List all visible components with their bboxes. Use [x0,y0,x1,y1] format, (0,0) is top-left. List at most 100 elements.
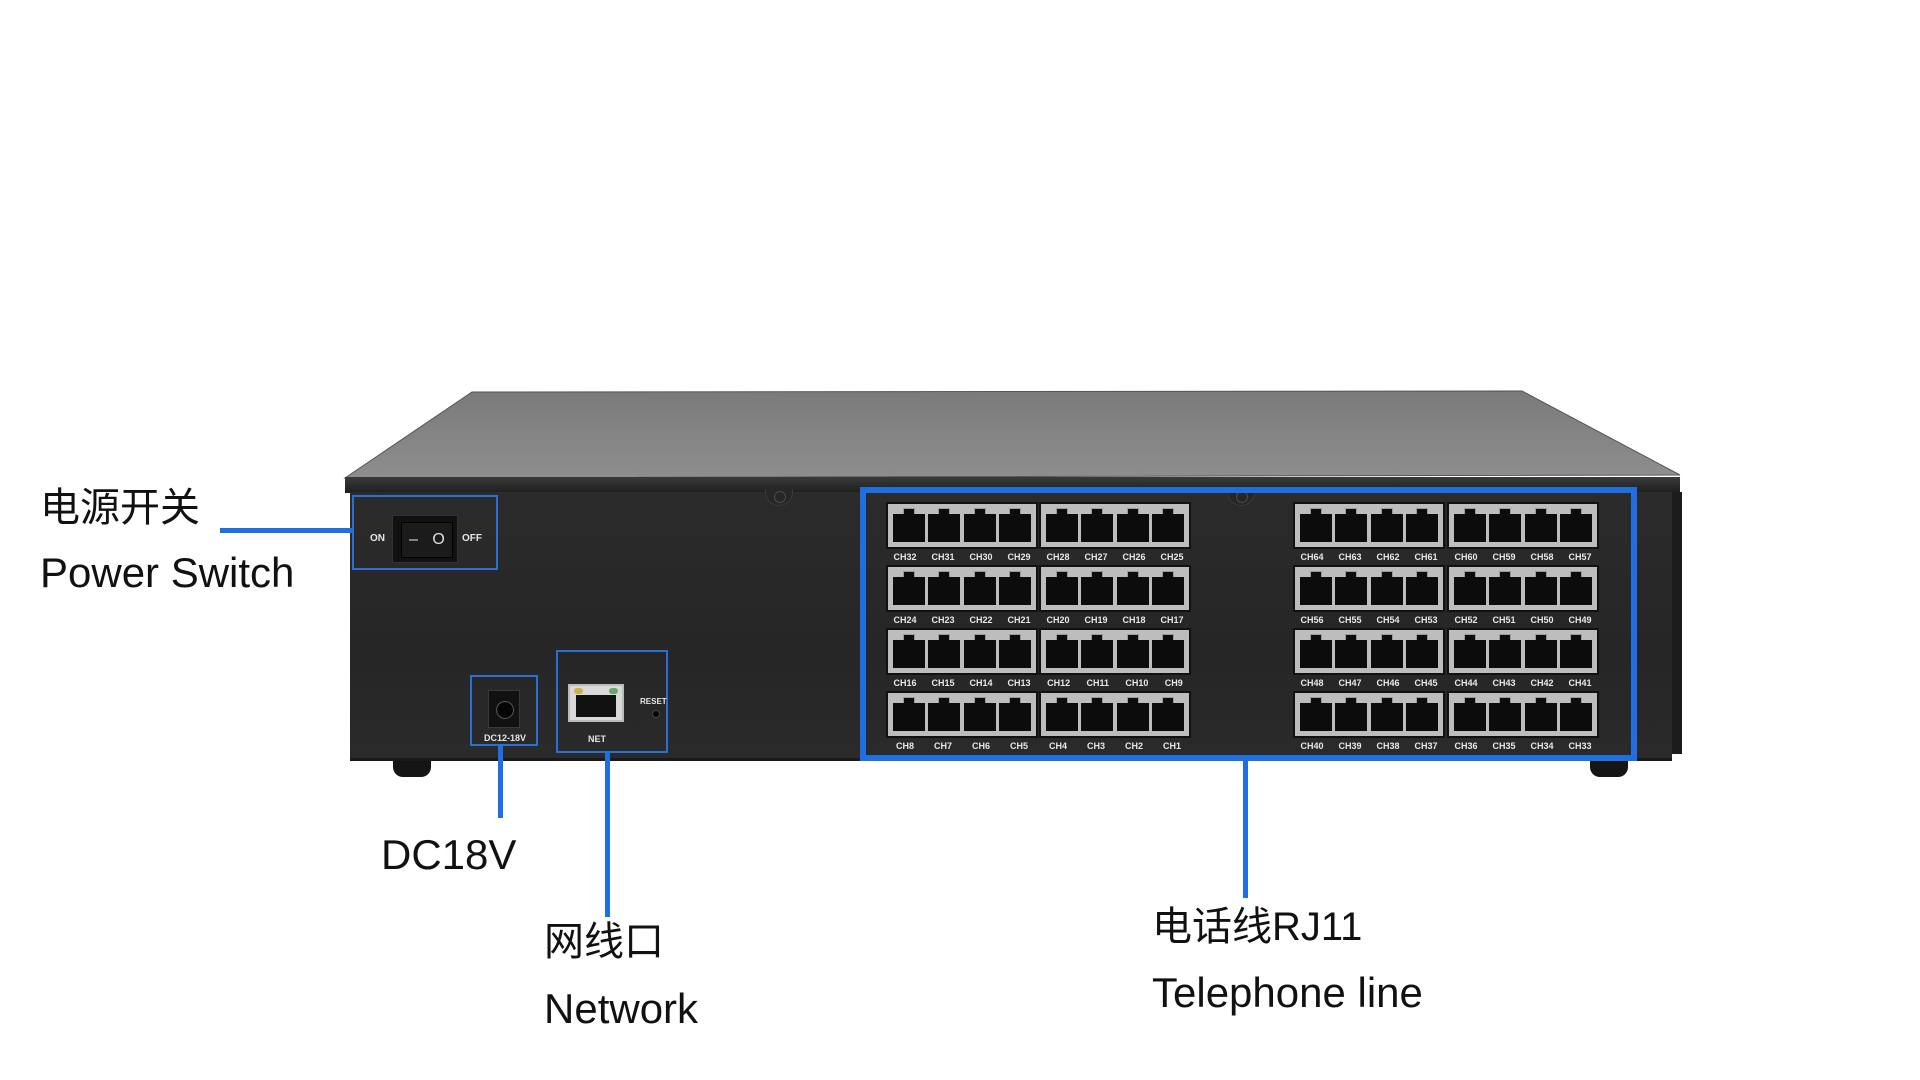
rj11-port[interactable] [1524,571,1557,605]
port-socket [1453,640,1486,668]
port-socket [1370,640,1403,668]
rj11-port-label: CH23 [931,615,955,625]
rj11-port-block [886,565,1038,612]
rj11-port[interactable] [963,697,996,731]
network-callout-en: Network [544,985,699,1032]
port-socket [1152,640,1185,668]
port-socket [1489,640,1522,668]
rj11-port[interactable] [1489,697,1522,731]
rj11-port[interactable] [928,697,961,731]
rj11-port[interactable] [892,508,925,542]
power-switch[interactable]: – O [392,515,458,563]
rj11-port[interactable] [1335,571,1368,605]
rj11-port[interactable] [1116,571,1149,605]
rj11-port[interactable] [963,634,996,668]
rj11-port[interactable] [1453,571,1486,605]
port-socket [1406,640,1439,668]
rj11-port-label: CH48 [1300,678,1324,688]
rj11-port[interactable] [1406,697,1439,731]
rj11-port[interactable] [1560,571,1593,605]
rj11-port[interactable] [1489,508,1522,542]
rj11-port[interactable] [928,634,961,668]
rj11-port[interactable] [1299,571,1332,605]
port-socket [963,703,996,731]
rj11-port[interactable] [1370,508,1403,542]
rj11-port[interactable] [1116,697,1149,731]
rj11-port[interactable] [1335,634,1368,668]
rj11-port[interactable] [1406,571,1439,605]
rj11-port-block [1293,628,1445,675]
port-socket [1081,640,1114,668]
rj11-port[interactable] [1152,634,1185,668]
rj11-port[interactable] [1524,697,1557,731]
rj11-port[interactable] [1116,508,1149,542]
rj11-port[interactable] [1081,571,1114,605]
rj11-port[interactable] [999,571,1032,605]
rj11-highlight [860,487,1637,761]
rj11-port[interactable] [1489,634,1522,668]
rj11-port[interactable] [1560,508,1593,542]
port-socket [1299,514,1332,542]
port-socket [1152,703,1185,731]
rj11-port-label: CH28 [1046,552,1070,562]
rj11-port[interactable] [963,571,996,605]
rj11-port[interactable] [1081,697,1114,731]
rj11-port[interactable] [1370,697,1403,731]
rj11-port[interactable] [1453,634,1486,668]
rj11-port[interactable] [1406,634,1439,668]
rj11-port[interactable] [1524,508,1557,542]
port-socket [1370,514,1403,542]
rj11-port[interactable] [1453,508,1486,542]
rj11-port[interactable] [1560,634,1593,668]
port-socket [1081,703,1114,731]
rj11-port[interactable] [1370,634,1403,668]
rj11-port[interactable] [1152,508,1185,542]
port-socket [1524,640,1557,668]
rj11-port[interactable] [1453,697,1486,731]
rj11-port[interactable] [999,508,1032,542]
rj11-port[interactable] [1152,571,1185,605]
rj11-port[interactable] [928,571,961,605]
dc-power-jack[interactable] [488,690,520,728]
network-callout-line [605,753,610,917]
rj11-port-block [1039,565,1191,612]
rj11-port[interactable] [1524,634,1557,668]
rj11-port[interactable] [1045,634,1078,668]
port-socket [1045,514,1078,542]
rj11-port[interactable] [892,697,925,731]
rj11-port[interactable] [1406,508,1439,542]
port-socket [1453,577,1486,605]
rj11-port[interactable] [1299,634,1332,668]
rj11-port-block [886,502,1038,549]
rj11-port[interactable] [1370,571,1403,605]
rj11-port[interactable] [1560,697,1593,731]
rj11-port[interactable] [1045,697,1078,731]
rj11-port[interactable] [928,508,961,542]
rj11-port[interactable] [1045,508,1078,542]
rj11-port[interactable] [892,571,925,605]
rj11-port[interactable] [1152,697,1185,731]
rj11-port[interactable] [1081,634,1114,668]
telephone-callout-en: Telephone line [1152,969,1423,1016]
port-socket [1406,514,1439,542]
rj11-port[interactable] [1335,508,1368,542]
rj11-port[interactable] [963,508,996,542]
ethernet-port[interactable] [568,684,624,722]
rj11-port-label: CH32 [893,552,917,562]
rj11-port[interactable] [1045,571,1078,605]
rj11-port[interactable] [999,697,1032,731]
rj11-port[interactable] [1299,697,1332,731]
rj11-port[interactable] [892,634,925,668]
rj11-port[interactable] [1116,634,1149,668]
rj11-port[interactable] [1335,697,1368,731]
rj11-port[interactable] [1081,508,1114,542]
reset-button[interactable] [652,710,660,718]
rj11-port[interactable] [1489,571,1522,605]
rj11-port[interactable] [1299,508,1332,542]
rj11-port-block [1447,628,1599,675]
port-socket [1116,514,1149,542]
rj11-port-label: CH62 [1376,552,1400,562]
rj11-port[interactable] [999,634,1032,668]
rj11-port-label: CH14 [969,678,993,688]
